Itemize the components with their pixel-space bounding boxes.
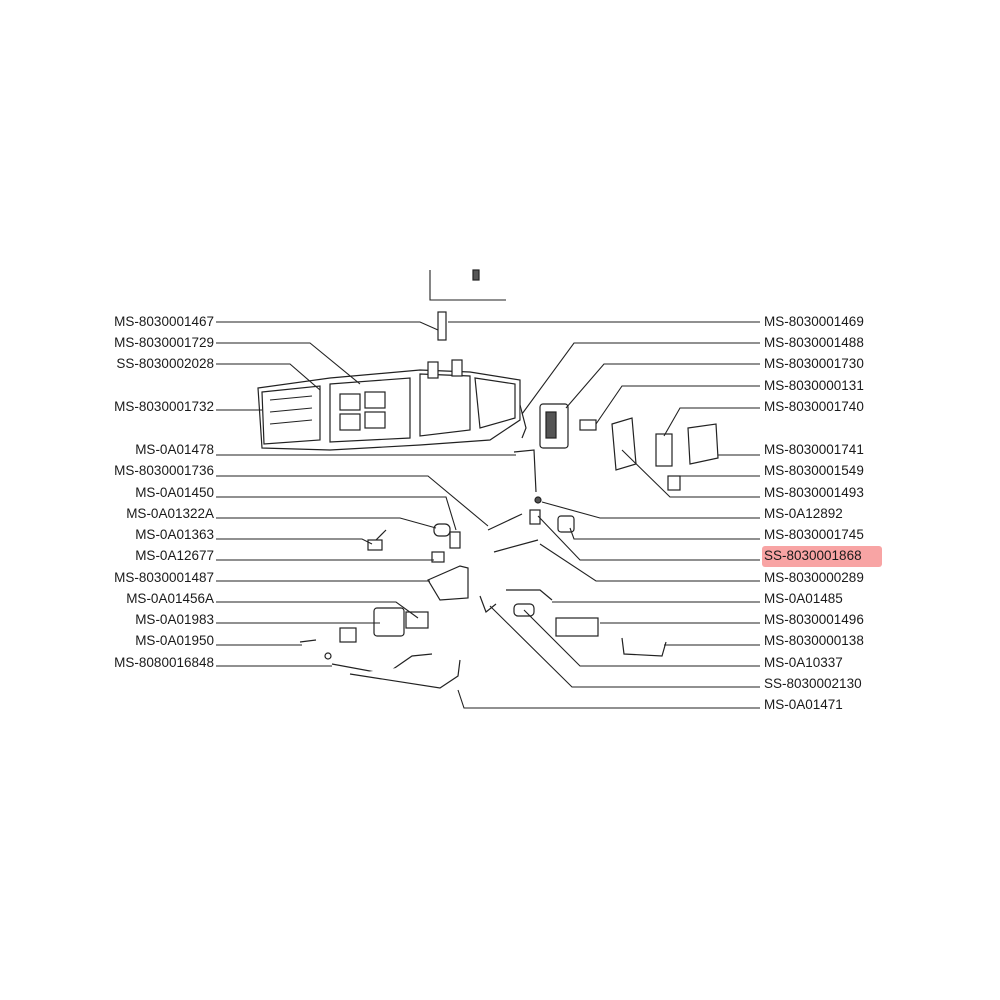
part-label-right-9[interactable]: MS-0A12892 — [764, 506, 843, 521]
part-label-right-4[interactable]: MS-8030000131 — [764, 378, 864, 393]
part-label-right-18[interactable]: MS-0A01471 — [764, 697, 843, 712]
part-label-left-14[interactable]: MS-0A01950 — [135, 633, 214, 648]
part-label-right-1[interactable]: MS-8030001469 — [764, 314, 864, 329]
part-label-left-12[interactable]: MS-0A01456A — [126, 591, 214, 606]
part-label-right-7[interactable]: MS-8030001549 — [764, 463, 864, 478]
top-screw-part — [472, 269, 480, 281]
middle-parts — [299, 496, 667, 689]
part-label-right-15[interactable]: MS-8030000138 — [764, 633, 864, 648]
part-label-left-13[interactable]: MS-0A01983 — [135, 612, 214, 627]
part-label-left-6[interactable]: MS-8030001736 — [114, 463, 214, 478]
part-label-right-5[interactable]: MS-8030001740 — [764, 399, 864, 414]
part-label-right-11-highlighted[interactable]: SS-8030001868 — [762, 546, 882, 567]
part-label-right-2[interactable]: MS-8030001488 — [764, 335, 864, 350]
part-label-left-15[interactable]: MS-8080016848 — [114, 655, 214, 670]
part-label-left-11[interactable]: MS-8030001487 — [114, 570, 214, 585]
part-label-left-4[interactable]: MS-8030001732 — [114, 399, 214, 414]
part-label-left-8[interactable]: MS-0A01322A — [126, 506, 214, 521]
part-label-right-3[interactable]: MS-8030001730 — [764, 356, 864, 371]
valve-stem-part — [437, 311, 447, 341]
part-label-right-16[interactable]: MS-0A10337 — [764, 655, 843, 670]
top-bracket-line — [429, 270, 506, 301]
part-label-left-7[interactable]: MS-0A01450 — [135, 485, 214, 500]
part-label-right-14[interactable]: MS-8030001496 — [764, 612, 864, 627]
right-parts — [513, 403, 719, 493]
part-label-left-2[interactable]: MS-8030001729 — [114, 335, 214, 350]
part-label-right-12[interactable]: MS-8030000289 — [764, 570, 864, 585]
part-label-left-9[interactable]: MS-0A01363 — [135, 527, 214, 542]
part-label-left-5[interactable]: MS-0A01478 — [135, 442, 214, 457]
right-leader-lines — [448, 321, 760, 709]
part-label-right-6[interactable]: MS-8030001741 — [764, 442, 864, 457]
part-label-right-10[interactable]: MS-8030001745 — [764, 527, 864, 542]
part-label-left-1[interactable]: MS-8030001467 — [114, 314, 214, 329]
part-label-right-17[interactable]: SS-8030002130 — [764, 676, 862, 691]
part-label-left-10[interactable]: MS-0A12677 — [135, 548, 214, 563]
left-leader-lines — [216, 321, 516, 667]
main-housing-part — [257, 359, 521, 451]
part-label-right-13[interactable]: MS-0A01485 — [764, 591, 843, 606]
part-label-left-3[interactable]: SS-8030002028 — [116, 356, 214, 371]
part-label-right-8[interactable]: MS-8030001493 — [764, 485, 864, 500]
